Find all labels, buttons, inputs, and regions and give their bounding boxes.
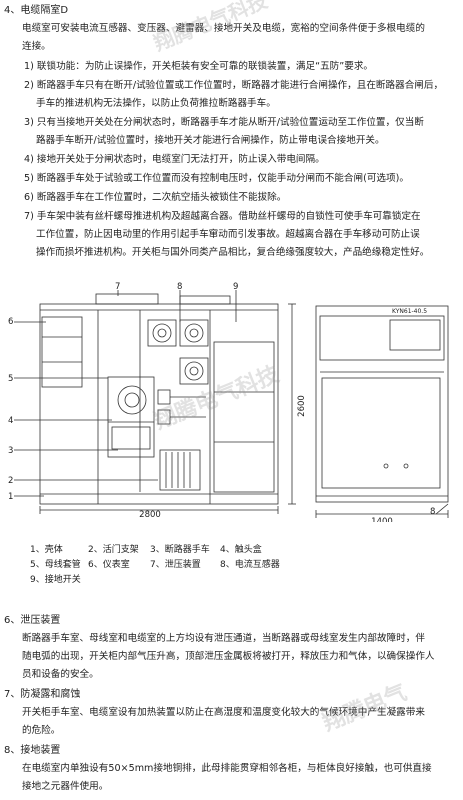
legend-item-7: 7、泄压装置 (150, 560, 201, 570)
legend-item-1: 1、壳体 (30, 545, 63, 555)
section-6-line-2: 随电弧的出现，开关柜内部气压升高，顶部泄压金属板将被打开，释放压力和气体，以确保… (22, 651, 435, 662)
section-8-line-2: 接地之元器件使用。 (22, 781, 109, 792)
callout-8: 8 (177, 282, 182, 292)
section-4-heading: 4、电缆隔室D (4, 5, 69, 16)
interlock-item-7-line-1: 7) 手车架中装有丝杆螺母推进机构及超越离合器。借助丝杆螺母的自锁性可使手车可靠… (24, 211, 421, 222)
legend-item-6: 6、仪表室 (88, 560, 130, 570)
legend-item-8: 8、电流互感器 (220, 560, 280, 570)
callout-7: 7 (115, 282, 120, 292)
instrument-compartment-shape (41, 316, 83, 388)
section-8-line-1: 在电缆室内单独设有50×5mm接地铜排，此母排能贯穿相邻各柜，与柜体良好接触，也… (22, 763, 432, 774)
relief-device-shape (95, 293, 159, 305)
interlock-item-6: 6) 断路器手车在工作位置时，二次航空插头被锁住不能拔除。 (24, 192, 287, 203)
callout-6: 6 (8, 317, 13, 327)
callout-2: 2 (8, 476, 13, 486)
switchgear-drawing: 2800 2600 1400 图 2 6 5 4 3 2 1 7 8 9 8 K… (8, 282, 449, 522)
dim-width-side: 1400 (371, 517, 393, 522)
interlock-item-5: 5) 断路器手车处于试验或工作位置而没有控制电压时，仅能手动分闸而不能合闸(可选… (24, 173, 409, 184)
legend-item-3: 3、断路器手车 (150, 545, 210, 555)
interlock-item-3-line-2: 路器手车断开/试验位置时，接地开关才能进行合闸操作，防止带电误合接地开关。 (36, 135, 385, 146)
side-view-frame (315, 305, 449, 503)
interlock-item-4: 4) 接地开关处于分闸状态时，电缆室门无法打开，防止误入带电间隔。 (24, 154, 325, 165)
dim-height: 2600 (297, 395, 307, 417)
dim-width-front: 2800 (139, 510, 161, 520)
legend-item-2: 2、活门支架 (88, 545, 139, 555)
section-4-intro-line-1: 电缆室可安装电流互感器、变压器、避雷器、接地开关及电缆，宽裕的空间条件便于多根电… (22, 23, 425, 34)
legend-item-9: 9、接地开关 (30, 575, 81, 585)
interlock-item-7-line-2: 工作位置，防止因电动里的作用引起手车窜动而引发事故。超越离合器在手车移动可防止误 (36, 229, 420, 240)
interlock-item-3-line-1: 3) 只有当接地开关处在分闸状态时，断路器手车才能从断开/试验位置运动至工作位置… (24, 117, 424, 128)
section-8-heading: 8、接地装置 (4, 745, 61, 756)
interlock-item-7-line-3: 操作而损坏推进机构。开关柜与国外同类产品相比，复合绝缘强度较大，产品绝缘稳定性好… (36, 247, 430, 258)
nameplate: KYN61-40.5 (392, 308, 427, 315)
callout-3: 3 (8, 446, 13, 456)
section-7-line-1: 开关柜手车室、电缆室设有加热装置以防止在高湿度和温度变化较大的气候环境中产生凝露… (22, 707, 425, 718)
interlock-item-2-line-2: 手车的推进机构无法操作，以防止负荷推拉断路器手车。 (36, 98, 276, 109)
legend-item-5: 5、母线套管 (30, 560, 81, 570)
section-6-line-3: 员和设备的安全。 (22, 669, 99, 680)
side-callout-8: 8 (430, 507, 435, 517)
callout-9: 9 (233, 282, 238, 292)
section-7-heading: 7、防凝露和腐蚀 (4, 689, 81, 700)
breaker-truck-shape (107, 376, 155, 458)
callout-4: 4 (8, 416, 13, 426)
section-7-line-2: 的危险。 (22, 725, 61, 736)
interlock-item-2-line-1: 2) 断路器手车只有在断开/试验位置或工作位置时，断路器才能进行合闸操作，且在断… (24, 80, 444, 91)
section-4-intro-line-2: 连接。 (22, 41, 51, 52)
front-view-frame (39, 303, 279, 505)
section-6-line-1: 断路器手车室、母线室和电缆室的上方均设有泄压通道，当断路器或母线室发生内部故障时… (22, 633, 425, 644)
callout-1: 1 (8, 492, 13, 502)
callout-5: 5 (8, 374, 13, 384)
legend-item-4: 4、触头盒 (220, 545, 262, 555)
interlock-item-1: 1) 联锁功能：为防止误操作，开关柜装有安全可靠的联锁装置，满足“五防”要求。 (24, 61, 374, 72)
section-6-heading: 6、泄压装置 (4, 615, 61, 626)
